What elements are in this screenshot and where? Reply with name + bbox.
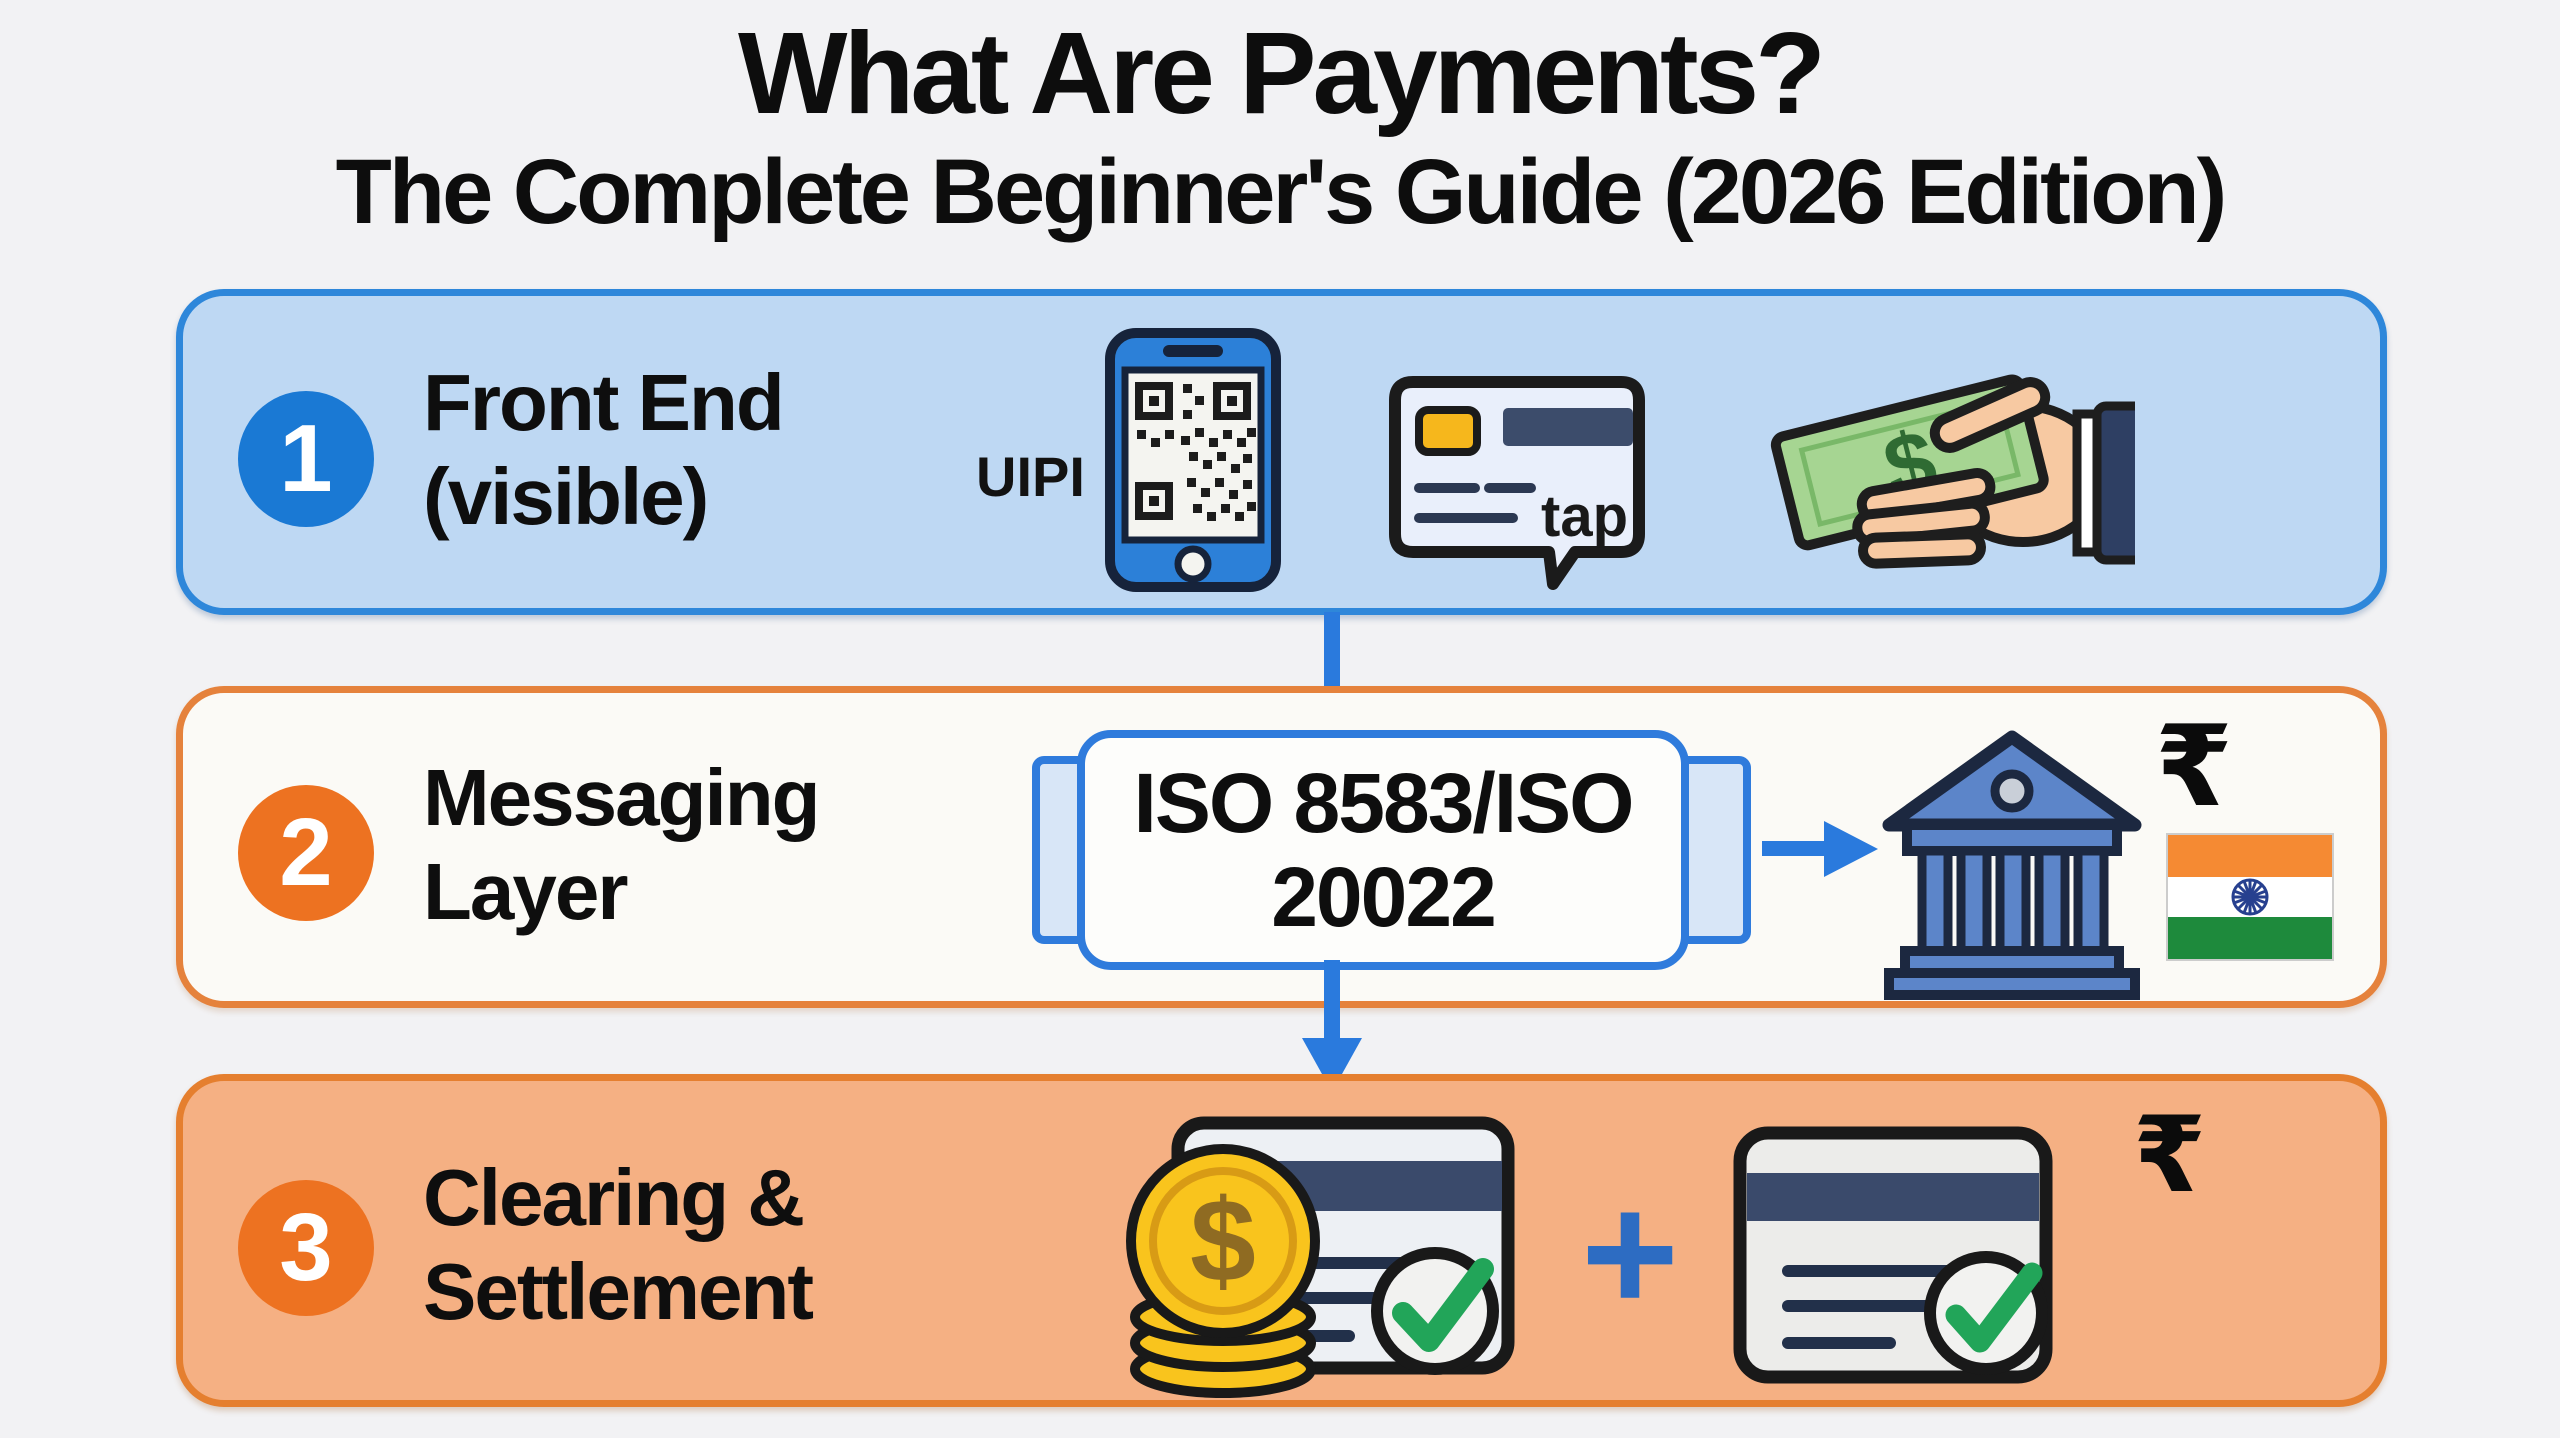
iso-message-box: ISO 8583/ISO 20022 [1077, 730, 1689, 970]
row-messaging-label-line2: Layer [423, 846, 628, 936]
bank-icon [1882, 730, 2142, 1000]
uipi-label: UIPI [976, 445, 1085, 508]
page-title: What Are Payments? [738, 8, 1826, 138]
arrow-right-head [1824, 821, 1878, 877]
coin-dollar-sign: $ [1190, 1175, 1256, 1307]
tap-label: tap [1541, 484, 1628, 549]
coins-card-check-icon: $ [1126, 1116, 1515, 1398]
row-clearing-label-line2: Settlement [423, 1246, 814, 1336]
rupee-symbol: ₹ [2155, 702, 2233, 832]
page-subtitle: The Complete Beginner's Guide (2026 Edit… [335, 141, 2228, 243]
step-1-badge: 1 [238, 391, 374, 527]
india-flag-icon [2166, 833, 2334, 961]
card-check-icon [1733, 1126, 2053, 1384]
tap-card-icon: tap [1389, 376, 1645, 590]
row-messaging-label: Messaging Layer [423, 751, 820, 938]
row-messaging-label-line1: Messaging [423, 753, 820, 842]
arrow-right-icon [1762, 841, 1826, 856]
row-clearing-label-line1: Clearing & [423, 1153, 805, 1242]
row-messaging-layer: 2 Messaging Layer ISO 8583/ISO 20022 [176, 686, 2387, 1008]
step-2-badge: 2 [238, 785, 374, 921]
row-front-end: 1 Front End (visible) UIPI [176, 289, 2387, 615]
row-front-end-label-line2: (visible) [423, 451, 709, 541]
iso-label-line1: ISO 8583/ISO [1133, 755, 1635, 850]
row-front-end-label-line1: Front End [423, 358, 785, 447]
step-3-badge: 3 [238, 1180, 374, 1316]
rupee-symbol: ₹ [2133, 1094, 2207, 1216]
row-clearing-label: Clearing & Settlement [423, 1151, 814, 1338]
phone-qr-icon [1105, 328, 1281, 592]
cash-hand-icon: $ [1770, 374, 2135, 569]
plus-icon: + [1580, 1159, 1680, 1347]
arrow-down-icon [1324, 612, 1340, 688]
row-front-end-label: Front End (visible) [423, 356, 785, 543]
row-clearing-settlement: 3 Clearing & Settlement $ + [176, 1074, 2387, 1407]
iso-label-line2: 20022 [1271, 850, 1497, 944]
arrow-down-icon [1324, 960, 1340, 1040]
